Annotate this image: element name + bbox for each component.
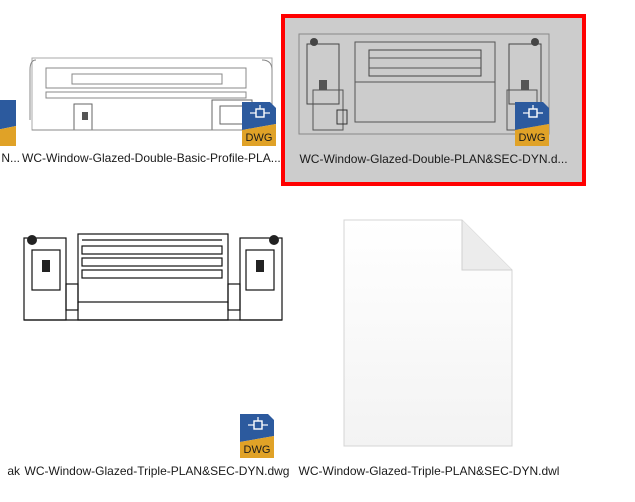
file-tile-triple-plan-sec-dyn-dwg[interactable]: DWG WC-Window-Glazed-Triple-PLAN&SEC-DYN… <box>22 210 292 480</box>
file-tile-partial-left-bak[interactable]: ak <box>0 210 20 480</box>
dwg-file-icon: DWG <box>240 100 278 148</box>
file-tile-triple-plan-sec-dyn-dwl[interactable]: WC-Window-Glazed-Triple-PLAN&SEC-DYN.dwl <box>294 210 564 480</box>
file-tile-double-plan-sec-dyn-selected[interactable]: DWG WC-Window-Glazed-Double-PLAN&SEC-DYN… <box>281 14 586 186</box>
dwg-file-icon <box>0 100 16 146</box>
blank-document-icon <box>342 218 514 448</box>
file-tile-partial-left[interactable]: N... <box>0 18 20 178</box>
file-tile-double-basic-profile[interactable]: DWG WC-Window-Glazed-Double-Basic-Profil… <box>22 18 280 178</box>
dwg-badge-text: DWG <box>246 132 273 144</box>
dwg-file-icon: DWG <box>238 412 276 460</box>
file-name-label: WC-Window-Glazed-Double-Basic-Profile-PL… <box>22 151 280 165</box>
file-name-label: N... <box>1 151 20 165</box>
dwg-thumbnail-preview <box>26 30 278 150</box>
file-name-label: WC-Window-Glazed-Triple-PLAN&SEC-DYN.dwg <box>24 464 290 478</box>
file-name-label: ak <box>7 464 20 478</box>
dwg-badge-text: DWG <box>244 444 271 456</box>
dwg-thumbnail-preview <box>22 224 284 334</box>
dwg-file-icon: DWG <box>513 100 551 148</box>
file-name-label: WC-Window-Glazed-Double-PLAN&SEC-DYN.d..… <box>299 152 568 166</box>
file-name-label: WC-Window-Glazed-Triple-PLAN&SEC-DYN.dwl <box>298 464 560 478</box>
dwg-badge-text: DWG <box>519 132 546 144</box>
